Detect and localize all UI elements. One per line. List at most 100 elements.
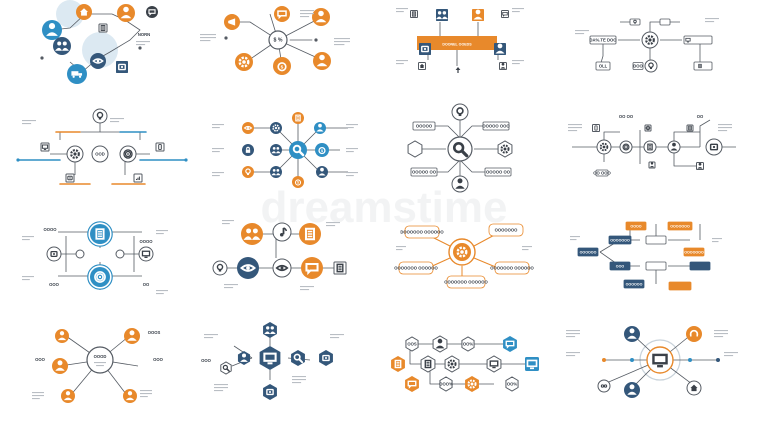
text-line [575,30,589,32]
text-line [396,60,408,62]
hexagon-node [405,336,419,352]
square-node [333,261,347,275]
text-placeholder [346,172,358,177]
hexagon-node [391,356,405,372]
label-box-shape [689,261,711,271]
square-node [65,173,75,183]
text-line [566,352,580,354]
label-box-shape [412,121,436,131]
circle-node [52,358,68,374]
hexagon-node [420,355,436,373]
monitor-icon [141,250,151,258]
hand-icon [709,143,719,151]
panel-10 [212,220,347,291]
truck-icon [71,71,83,78]
text-placeholder [570,236,580,241]
node-disc [123,389,137,403]
label-box: DOO [632,62,644,70]
text-line [575,33,585,35]
label-text: OOOOOOO OOOOOO [490,266,534,271]
label-text: OOO [49,282,60,287]
text-line [292,379,306,381]
circle-node [92,108,108,124]
label-box [689,261,711,271]
lock-icon [245,146,251,153]
text-placeholder [568,124,582,132]
node-disc [75,249,85,259]
text-placeholder [22,276,34,281]
doc-icon [688,125,692,131]
megaphone-icon [228,18,236,26]
label-text: OOD [95,152,105,157]
circle-node [241,223,263,245]
person-icon [315,10,327,23]
eye-icon [92,58,104,64]
node-disc [138,246,154,262]
circle-node [61,389,75,403]
label-box: OOOO [625,221,647,231]
circle-node [119,145,137,163]
gear-icon [467,379,477,389]
square-node [525,357,539,371]
text-line [346,124,358,126]
bulb-icon [216,263,224,272]
hexagon-shape [505,376,519,392]
text-line [212,127,220,129]
label-text: DA%.TE DOO [590,38,618,43]
label-box: OOOOOOO [683,247,705,257]
text-line [32,395,44,397]
svg-text:$: $ [321,149,324,153]
circle-node [87,264,113,290]
label-text: OOOOOOO OOOOOO [394,266,438,271]
circle-node [270,144,282,156]
circle-node [597,379,611,393]
connector-dot [16,158,20,162]
label-text: OO% [463,342,474,347]
circle-node [299,223,321,245]
house-icon [79,8,89,16]
text-line [292,376,306,378]
text-line [570,236,580,238]
phone-icon [158,144,162,150]
text-placeholder [512,8,524,13]
connector-line [432,125,461,139]
circle-node [242,166,254,178]
text-line [512,8,524,10]
hexagon-node [263,384,277,400]
label-box-shape [609,261,631,271]
money-bag-icon: $ [318,147,326,155]
node-disc [274,6,290,22]
text-placeholder [566,352,580,357]
label-text: OO OO [619,114,634,119]
text-placeholder [566,330,580,338]
text-placeholder [396,60,408,65]
text-placeholder [346,148,358,153]
monitor-icon [263,352,277,365]
gear-icon [599,142,609,152]
text-line [212,151,220,153]
text-line [96,365,104,367]
square-node [436,9,448,21]
label-text: OOOOO OOO [482,124,510,129]
text-line [724,352,738,354]
circle-node [453,243,471,261]
text-line [156,290,168,292]
label-box: OO OOO [593,169,611,177]
circle-node [87,221,113,247]
text-line [346,127,354,129]
node-disc [289,141,307,159]
text-line [566,330,580,332]
label-box-shape [632,62,644,70]
square-node [472,9,484,21]
text-line [522,249,529,251]
circle-node [667,140,681,154]
text-placeholder [224,284,238,289]
text-placeholder [718,124,732,132]
hexagon-shape [259,346,281,370]
person-icon [495,43,505,54]
camera-icon [50,251,58,257]
label-text: OOOO [630,225,641,229]
label-box-shape [595,61,611,71]
person-icon [120,6,132,19]
box-icon [67,175,73,181]
